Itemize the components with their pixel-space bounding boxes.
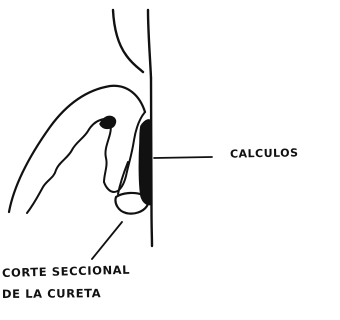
calculus-deposit	[139, 120, 151, 205]
caption-line-2: DE LA CURETA	[2, 287, 130, 300]
caption-line-1: CORTE SECCIONAL	[2, 265, 130, 280]
caption: CORTE SECCIONAL DE LA CURETA	[2, 268, 130, 300]
curette-cross-section	[115, 193, 147, 214]
calculus-leader-line	[154, 157, 212, 158]
tooth-crown-right-line	[148, 10, 151, 78]
pocket-epithelium	[100, 116, 115, 128]
tooth-crown-curve	[113, 10, 143, 72]
caption-leader-line	[92, 222, 122, 259]
gingiva-inner-lining	[27, 119, 111, 213]
calculus-label: CALCULOS	[230, 147, 299, 159]
